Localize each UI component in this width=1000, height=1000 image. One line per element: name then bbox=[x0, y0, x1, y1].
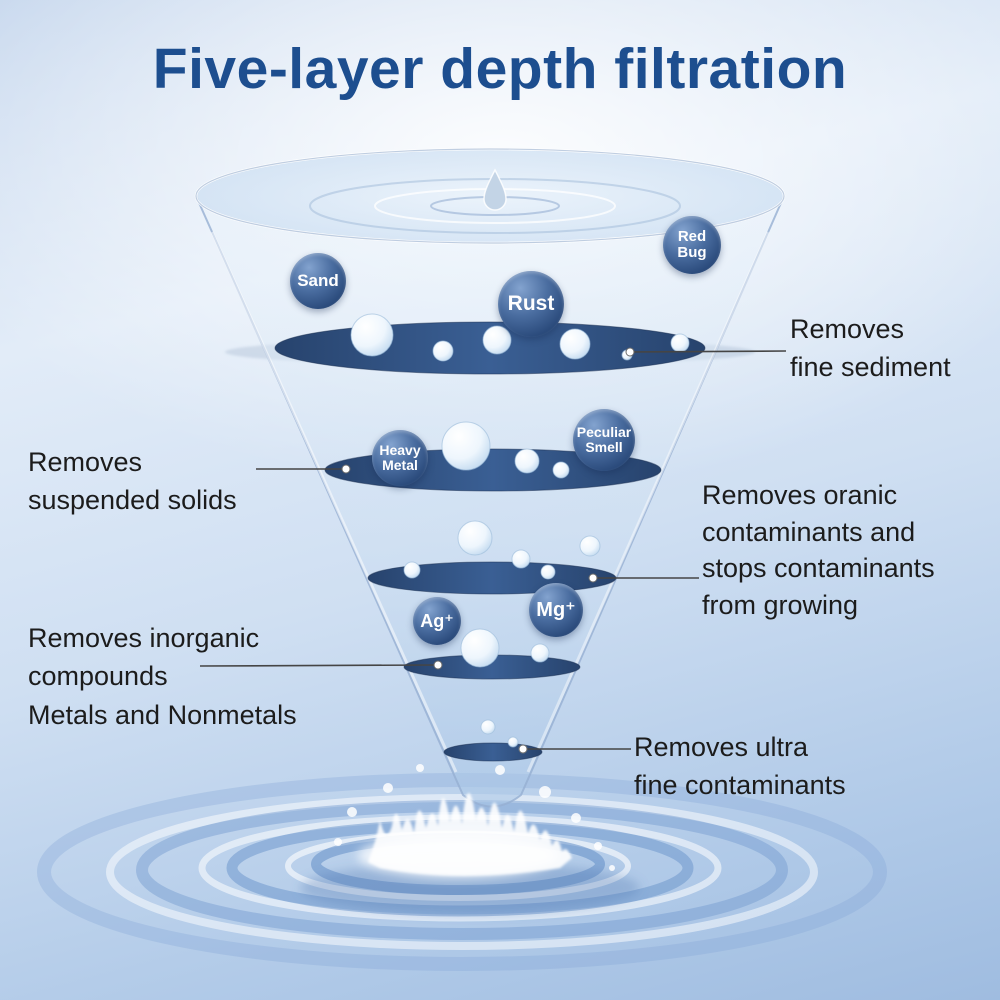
contaminant-ball-red-bug: Red Bug bbox=[663, 216, 721, 274]
contaminant-ball-heavy-metal: Heavy Metal bbox=[372, 430, 428, 486]
contaminant-ball-peculiar-smell: Peculiar Smell bbox=[573, 409, 635, 471]
bubbles bbox=[350, 313, 690, 754]
splash-graphic bbox=[300, 764, 640, 914]
contaminant-ball-magnesium-ion: Mg⁺ bbox=[529, 583, 583, 637]
callout-inorganic-compounds: Removes inorganic compounds Metals and N… bbox=[28, 623, 297, 730]
contaminant-ball-silver-ion: Ag⁺ bbox=[413, 597, 461, 645]
callout-ultra-fine: Removes ultra fine contaminants bbox=[634, 732, 846, 801]
page-title: Five-layer depth filtration bbox=[152, 37, 848, 101]
contaminant-ball-sand: Sand bbox=[290, 253, 346, 309]
callout-fine-sediment: Removes fine sediment bbox=[790, 314, 951, 383]
callout-lines bbox=[199, 350, 787, 750]
contaminant-ball-rust: Rust bbox=[498, 271, 564, 337]
water-drop-icon bbox=[309, 168, 681, 234]
callout-suspended-solids: Removes suspended solids bbox=[28, 447, 237, 516]
callout-organic-contaminants: Removes oranic contaminants and stops co… bbox=[702, 480, 935, 621]
callout-dots bbox=[341, 347, 635, 754]
